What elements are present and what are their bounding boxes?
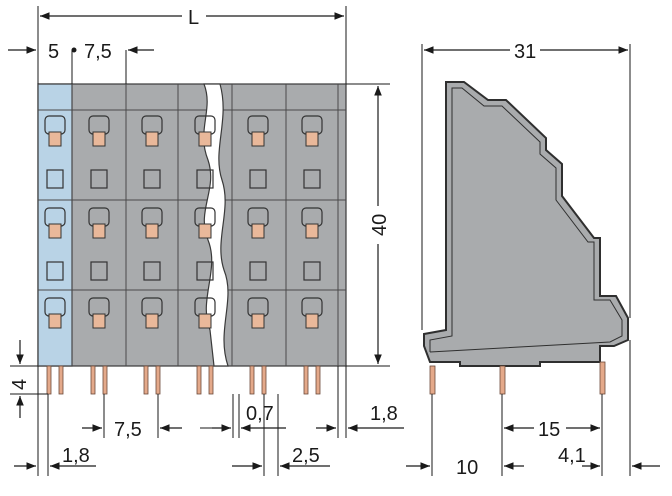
clamp-spring [305, 313, 319, 329]
solder-pin [102, 365, 108, 395]
clamp-spring [251, 313, 265, 329]
clamp-spring [198, 313, 212, 329]
test-slot [46, 169, 64, 189]
dim-7-5-bottom: 7,5 [82, 394, 222, 441]
solder-pin [196, 365, 202, 395]
clamp-spring [251, 131, 265, 147]
dim-5-7-5-top: 5 7,5 [8, 40, 154, 84]
clamp-spring [48, 313, 62, 329]
front-housing [37, 83, 347, 367]
dim-1-8-left: 1,8 [14, 366, 96, 476]
dim-31-label: 31 [514, 41, 536, 63]
clamp-spring [48, 131, 62, 147]
dim-0-7-label: 0,7 [246, 403, 274, 425]
clamp-windows [44, 115, 323, 329]
solder-pin [249, 365, 255, 395]
dim-31: 31 [421, 41, 631, 330]
clamp-spring [198, 223, 212, 239]
test-slot [196, 169, 214, 189]
test-slot [249, 261, 267, 281]
dim-40: 40 [346, 83, 391, 367]
clamp-spring [48, 223, 62, 239]
dim-10: 10 [406, 394, 524, 479]
clamp-spring [145, 313, 159, 329]
clamp-spring [92, 131, 106, 147]
dim-15: 15 [501, 394, 603, 476]
side-housing [423, 81, 629, 367]
dim-4-1-label: 4,1 [558, 445, 586, 467]
side-housing-inner-edge [429, 87, 623, 353]
solder-pin [58, 365, 64, 395]
dim-1-8-left-label: 1,8 [62, 445, 90, 467]
solder-pin [155, 365, 161, 395]
clamp-spring [305, 131, 319, 147]
clamp-spring [92, 313, 106, 329]
side-pin-1 [429, 365, 436, 395]
solder-pin [46, 365, 52, 395]
break-gap [203, 83, 229, 367]
dim-2-5: 2,5 [232, 394, 330, 476]
dim-40-label: 40 [369, 214, 391, 236]
solder-pin [315, 365, 321, 395]
pole-separators [71, 84, 339, 366]
dim-4: 4 [9, 340, 48, 418]
test-slot [196, 261, 214, 281]
clamp-spring [92, 223, 106, 239]
dim-L-label: L [188, 7, 199, 29]
test-slot [249, 169, 267, 189]
dim-7-5-bottom-label: 7,5 [114, 419, 142, 441]
solder-pin [208, 365, 214, 395]
test-slot [303, 261, 321, 281]
test-slot [46, 261, 64, 281]
side-pin-3 [599, 361, 606, 395]
dim-7-5-top-label: 7,5 [84, 41, 112, 63]
side-view [423, 81, 629, 395]
clamp-spring [305, 223, 319, 239]
level-separators [38, 109, 346, 291]
test-slot [143, 261, 161, 281]
solder-pin [143, 365, 149, 395]
front-view [37, 83, 347, 395]
dim-1-8-right: 1,8 [316, 366, 404, 438]
dim-1-8-right-label: 1,8 [370, 403, 398, 425]
clamp-spring [145, 131, 159, 147]
clamp-spring [145, 223, 159, 239]
side-pin-2 [499, 365, 506, 395]
dim-10-label: 10 [456, 457, 478, 479]
solder-pin [90, 365, 96, 395]
dim-4-1: 4,1 [558, 340, 660, 476]
dim-15-label: 15 [538, 419, 560, 441]
solder-pin [261, 365, 267, 395]
dim-5-label: 5 [48, 41, 59, 63]
test-slot [143, 169, 161, 189]
clamp-spring [251, 223, 265, 239]
test-slot [303, 169, 321, 189]
dim-4-label: 4 [9, 379, 31, 390]
clamp-spring [198, 131, 212, 147]
solder-pin [303, 365, 309, 395]
dim-2-5-label: 2,5 [292, 445, 320, 467]
pins [46, 365, 321, 395]
test-slot [90, 261, 108, 281]
test-slot [90, 169, 108, 189]
dim-0-7: 0,7 [212, 394, 286, 438]
